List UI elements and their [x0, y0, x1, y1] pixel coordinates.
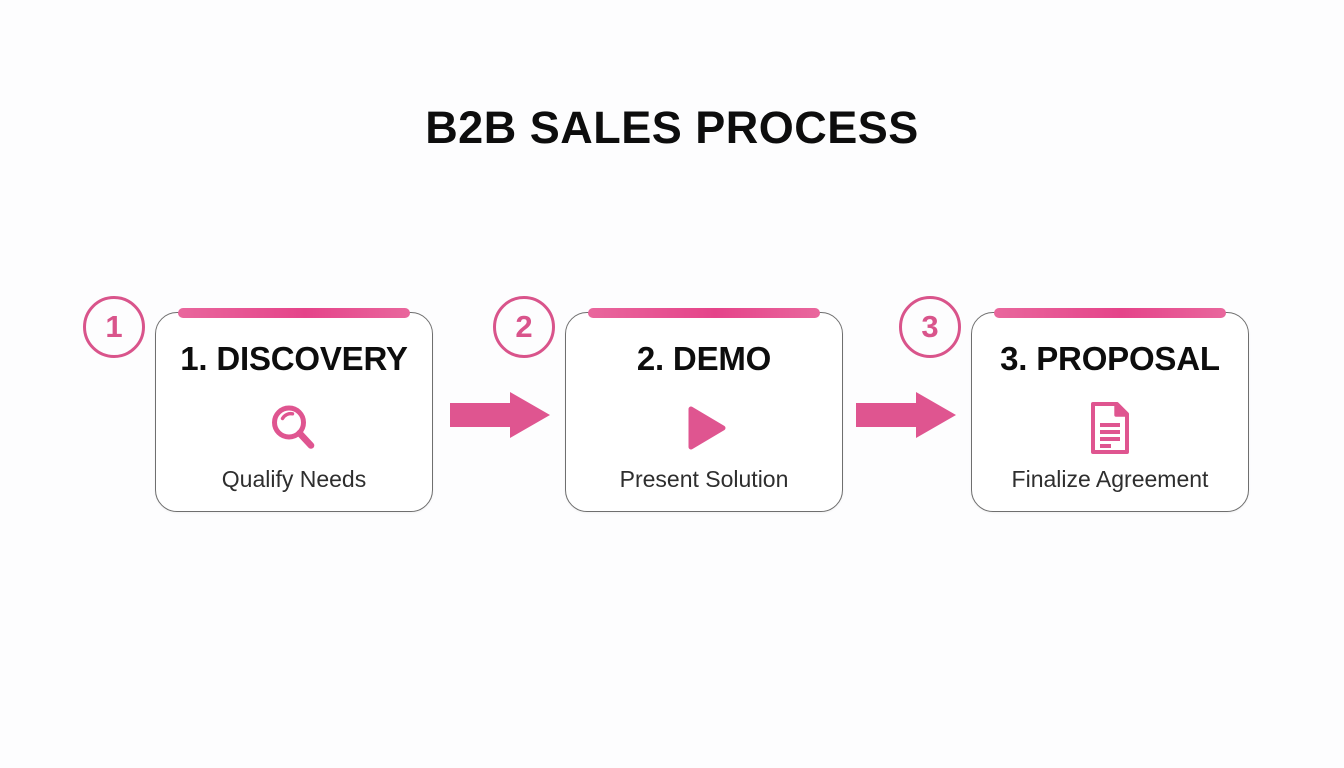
- step-number: 2: [515, 309, 533, 344]
- step-number-badge-1: 1: [83, 296, 145, 358]
- process-step-demo[interactable]: 2. DEMO Present Solution: [565, 308, 843, 512]
- step-number: 3: [921, 309, 939, 344]
- step-number: 1: [105, 309, 123, 344]
- step-caption: Qualify Needs: [221, 466, 367, 492]
- process-step-proposal[interactable]: 3. PROPOSAL Finalize Agreement: [971, 308, 1249, 512]
- magnifier-icon: [156, 397, 432, 459]
- process-step-discovery[interactable]: 1. DISCOVERY Qualify Needs: [155, 308, 433, 512]
- page-title: B2B SALES PROCESS: [425, 102, 919, 153]
- arrow-right-icon: [450, 392, 550, 438]
- step-title: 1. DISCOVERY: [180, 340, 408, 377]
- card-accent-bar: [588, 308, 820, 318]
- step-card: 2. DEMO Present Solution: [565, 308, 843, 512]
- process-flow: 1. DISCOVERY Qualify Needs: [0, 296, 1344, 526]
- card-accent-bar: [178, 308, 410, 318]
- step-number-badge-2: 2: [493, 296, 555, 358]
- step-caption: Present Solution: [619, 466, 789, 492]
- step-title: 3. PROPOSAL: [1000, 340, 1220, 377]
- arrow-right-icon: [856, 392, 956, 438]
- step-caption: Finalize Agreement: [1011, 466, 1209, 492]
- step-card: 3. PROPOSAL Finalize Agreement: [971, 308, 1249, 512]
- step-title: 2. DEMO: [636, 340, 772, 377]
- step-card: 1. DISCOVERY Qualify Needs: [155, 308, 433, 512]
- play-icon: [566, 397, 842, 459]
- step-number-badge-3: 3: [899, 296, 961, 358]
- document-icon: [972, 397, 1248, 459]
- card-accent-bar: [994, 308, 1226, 318]
